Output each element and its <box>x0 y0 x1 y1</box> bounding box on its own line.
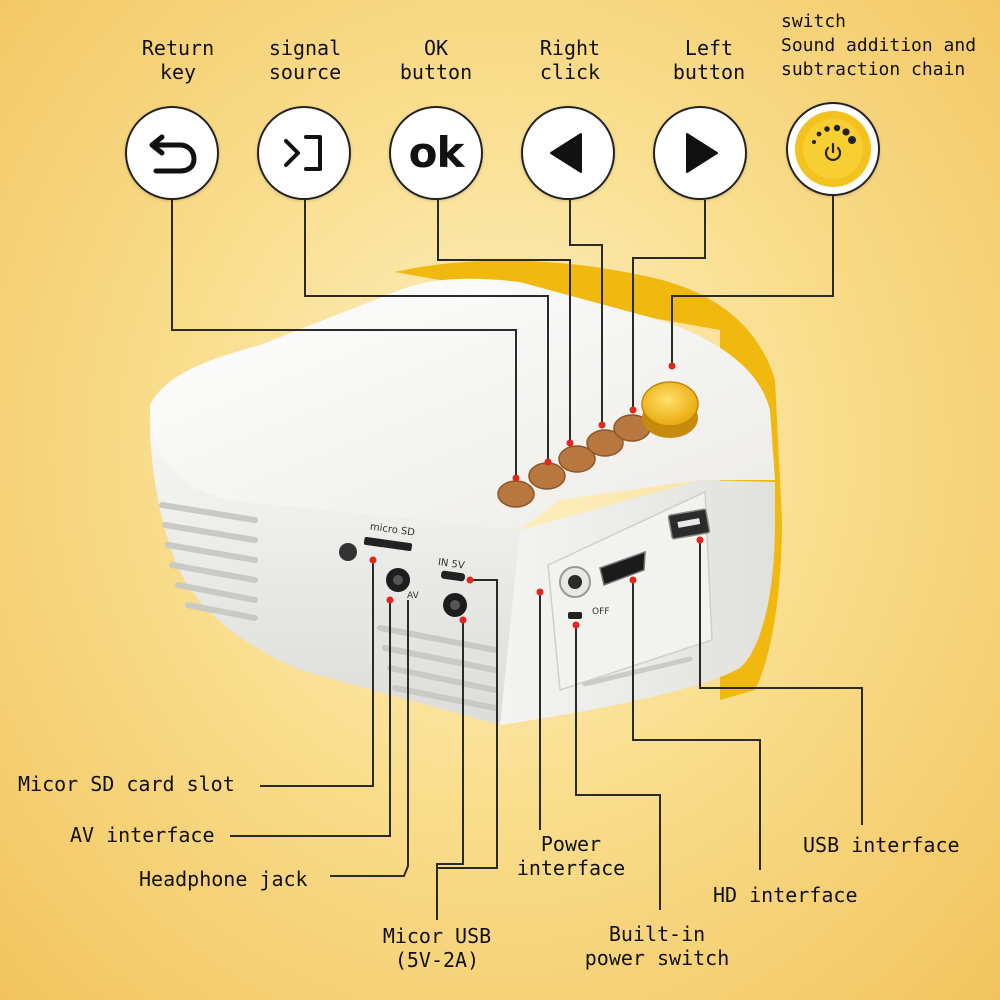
port-hdmi <box>599 550 646 587</box>
port-av-jack: AV <box>386 568 420 601</box>
power-switch: OFF <box>568 607 609 619</box>
left-vents <box>159 502 498 711</box>
device-power-knob <box>641 381 699 438</box>
triangle-right-icon <box>686 133 718 173</box>
label-microsd-slot: Micor SD card slot <box>18 772 235 796</box>
power-knob-icon <box>795 111 871 187</box>
ok-icon: ok <box>408 128 465 177</box>
port-micro-usb: IN 5V <box>437 557 465 582</box>
off-marking: OFF <box>592 607 609 617</box>
switch-callout <box>786 102 880 196</box>
input-source-icon <box>284 135 322 171</box>
right-click-callout <box>521 106 615 200</box>
port-power-dc <box>559 566 591 598</box>
projector-top-face <box>150 278 775 530</box>
return-key-callout <box>125 106 219 200</box>
av-marking: AV <box>407 591 420 601</box>
triangle-left-icon <box>550 133 582 173</box>
left-button-callout <box>653 106 747 200</box>
label-hd-interface: HD interface <box>713 883 858 907</box>
callout-points <box>369 362 704 629</box>
label-av-interface: AV interface <box>70 823 215 847</box>
in5v-marking: IN 5V <box>437 557 465 572</box>
port-usb <box>667 508 711 540</box>
label-usb-interface: USB interface <box>803 833 960 857</box>
port-ir-window <box>339 543 357 561</box>
signal-source-callout <box>257 106 351 200</box>
ok-button-callout: ok <box>389 106 483 200</box>
return-arrow-icon <box>149 134 197 174</box>
port-headphone-jack <box>443 593 467 617</box>
projector-right-face <box>500 480 775 725</box>
projector-left-face <box>150 420 520 725</box>
label-micro-usb: Micor USB(5V-2A) <box>382 924 492 972</box>
leader-lines <box>171 195 863 920</box>
label-headphone-jack: Headphone jack <box>139 867 308 891</box>
